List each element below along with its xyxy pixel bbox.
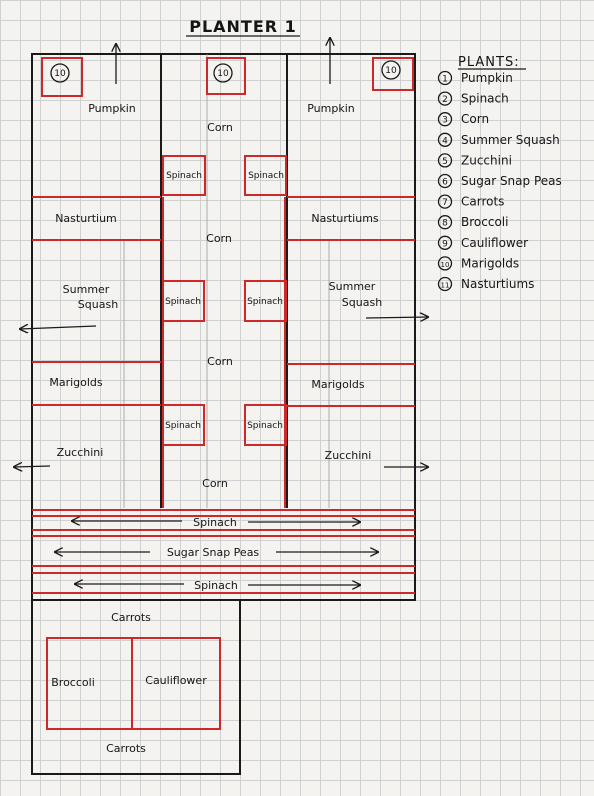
marigold-tag: 10 <box>385 66 397 76</box>
marigold-box-right <box>372 57 414 91</box>
legend-number: 3 <box>442 116 448 126</box>
label-spinach-box: Spinach <box>247 297 283 307</box>
marigold-tag: 10 <box>217 69 229 79</box>
label-corn: Corn <box>207 355 233 368</box>
legend-label: Cauliflower <box>461 236 528 250</box>
spinach-box <box>244 280 287 322</box>
lower-bed-boundary <box>31 599 241 775</box>
label-squash-right-1: Summer <box>329 280 376 293</box>
legend-item: 7 Carrots <box>437 194 504 209</box>
cauliflower-box <box>131 637 221 730</box>
label-pumpkin-left: Pumpkin <box>88 102 136 115</box>
label-spinach-box: Spinach <box>247 421 283 431</box>
label-squash-left-2: Squash <box>78 298 118 311</box>
legend-item: 6 Sugar Snap Peas <box>437 173 562 189</box>
legend-number-circle <box>437 215 453 230</box>
label-spinach-box: Spinach <box>165 421 201 431</box>
legend-item: 8 Broccoli <box>437 215 508 230</box>
legend-number-circle <box>437 194 453 209</box>
spinach-box <box>244 155 287 196</box>
diagram-title: PLANTER 1 <box>189 17 297 36</box>
marigold-tag-circle <box>213 63 233 83</box>
label-carrots-top: Carrots <box>111 611 151 624</box>
legend-label: Carrots <box>461 195 504 209</box>
legend-label: Broccoli <box>461 215 508 229</box>
label-corn: Corn <box>202 477 228 490</box>
label-spinach-box: Spinach <box>165 297 201 307</box>
legend-item: 2 Spinach <box>437 91 509 106</box>
label-broccoli: Broccoli <box>51 676 95 689</box>
legend-item: 9 Cauliflower <box>437 235 528 250</box>
legend-number: 6 <box>442 178 448 188</box>
legend-number-circle <box>437 70 453 86</box>
legend-item: 4 Summer Squash <box>437 132 560 147</box>
legend-number: 9 <box>442 239 448 249</box>
legend-item: 5 Zucchini <box>437 153 512 168</box>
label-cauliflower: Cauliflower <box>145 674 207 687</box>
label-marigolds-right: Marigolds <box>311 378 365 391</box>
legend-number-circle <box>437 132 453 147</box>
legend-number-circle <box>437 112 453 127</box>
label-zucchini-right: Zucchini <box>325 449 372 462</box>
legend-number: 8 <box>442 219 448 229</box>
marigold-box-left <box>41 57 83 97</box>
legend-number: 11 <box>441 282 450 290</box>
legend-number: 2 <box>442 95 448 105</box>
label-zucchini-left: Zucchini <box>57 446 104 459</box>
label-pumpkin-right: Pumpkin <box>307 102 355 115</box>
legend-label: Marigolds <box>461 256 519 270</box>
legend-label: Pumpkin <box>461 71 513 85</box>
legend-number-circle <box>437 173 453 189</box>
legend-label: Zucchini <box>461 153 512 167</box>
label-spinach-box: Spinach <box>248 171 284 181</box>
label-marigolds-left: Marigolds <box>49 376 103 389</box>
label-corn: Corn <box>206 232 232 245</box>
legend-number-circle <box>437 256 453 271</box>
label-squash-right-2: Squash <box>342 296 382 309</box>
legend-label: Summer Squash <box>461 133 560 147</box>
legend-item: 11 Nasturtiums <box>437 276 534 292</box>
marigold-tag-circle <box>50 63 70 83</box>
legend-number: 1 <box>442 75 448 85</box>
label-row-spinach: Spinach <box>194 579 238 592</box>
legend-number: 10 <box>441 261 450 269</box>
spinach-box <box>162 280 205 322</box>
label-nasturtiums: Nasturtiums <box>311 212 379 225</box>
legend-item: 3 Corn <box>437 112 489 127</box>
label-squash-left-1: Summer <box>63 283 110 296</box>
legend-number-circle <box>437 153 453 168</box>
legend-number-circle <box>437 276 453 292</box>
legend-item: 10 Marigolds <box>437 256 519 271</box>
marigold-tag: 10 <box>54 69 66 79</box>
legend-label: Nasturtiums <box>461 277 534 291</box>
legend-number: 4 <box>442 136 448 146</box>
label-carrots-bottom: Carrots <box>106 742 146 755</box>
legend-label: Sugar Snap Peas <box>461 174 562 188</box>
label-row-peas: Sugar Snap Peas <box>167 546 260 559</box>
legend-item: 1 Pumpkin <box>437 70 513 86</box>
marigold-box-center <box>206 57 246 95</box>
legend-number: 7 <box>442 198 448 208</box>
label-nasturtium: Nasturtium <box>55 212 117 225</box>
label-row-spinach: Spinach <box>193 516 237 529</box>
legend-number: 5 <box>442 157 448 167</box>
legend-label: Spinach <box>461 92 509 106</box>
legend-label: Corn <box>461 112 489 126</box>
label-corn: Corn <box>207 121 233 134</box>
squash-arrow-right <box>365 317 428 318</box>
label-spinach-box: Spinach <box>166 171 202 181</box>
marigold-tag-circle <box>381 60 401 80</box>
legend-number-circle <box>437 235 453 250</box>
legend-heading: PLANTS: <box>458 55 520 70</box>
spinach-box <box>244 404 287 446</box>
squash-arrow-left <box>20 326 97 329</box>
legend-number-circle <box>437 91 453 106</box>
legend-list: 1 Pumpkin 2 Spinach 3 Corn 4 Summer Squash 5 Zucc… <box>437 70 562 292</box>
spinach-box <box>162 155 206 196</box>
zucchini-arrow-left <box>14 466 51 467</box>
spinach-box <box>162 404 205 446</box>
